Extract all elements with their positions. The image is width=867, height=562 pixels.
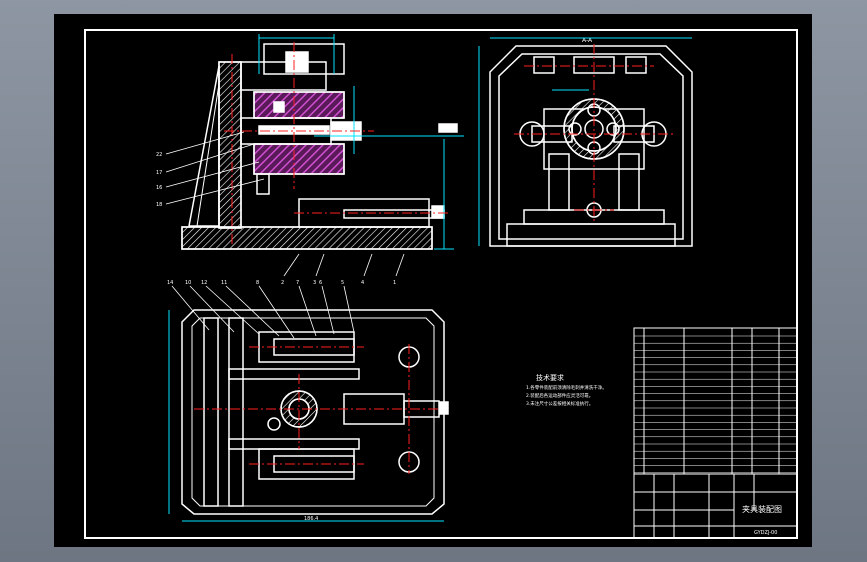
balloon-3: 3: [313, 280, 316, 286]
front-view-centerlines: [224, 42, 449, 244]
sheet-border: [84, 29, 798, 539]
section-view-dimensions: [478, 37, 692, 246]
assembly-drawing: 22 17 16 18 2 3 4 1 A-A: [84, 29, 798, 539]
balloon-4: 4: [361, 280, 364, 286]
balloon-7: 7: [296, 280, 299, 286]
top-view-centerlines: [194, 344, 439, 474]
top-view-balloons: 14 10 12 11 8 7 6 5: [167, 280, 344, 286]
technical-requirements: 技术要求 1.各零件装配前须清除毛刺并清洗干净。 2.装配后各运动部件应灵活可靠…: [526, 373, 607, 407]
top-view-width-dimension: 186.4: [304, 516, 318, 522]
balloon-22: 22: [156, 152, 162, 158]
balloon-5: 5: [341, 280, 344, 286]
balloon-18: 18: [156, 202, 162, 208]
balloon-8: 8: [256, 280, 259, 286]
front-view-balloons: 22 17 16 18 2 3 4 1: [156, 152, 396, 286]
balloon-17: 17: [156, 170, 162, 176]
front-view: [181, 43, 458, 250]
top-view-dimensions: [168, 310, 444, 522]
top-view: [181, 309, 449, 515]
section-label: A-A: [582, 37, 593, 44]
tech-req-title: 技术要求: [536, 373, 564, 382]
balloon-11: 11: [221, 280, 227, 286]
tech-req-line-2: 2.装配后各运动部件应灵活可靠。: [526, 392, 593, 399]
balloon-12: 12: [201, 280, 207, 286]
drawing-sheet: 22 17 16 18 2 3 4 1 A-A: [54, 14, 812, 547]
parts-list-rows: [634, 335, 797, 474]
section-view: [489, 45, 693, 247]
title-block: [633, 473, 798, 539]
balloon-2: 2: [281, 280, 284, 286]
balloon-10: 10: [185, 280, 191, 286]
balloon-6: 6: [319, 280, 322, 286]
balloon-14: 14: [167, 280, 173, 286]
balloon-16: 16: [156, 185, 162, 191]
drawing-number: GYDZJ-00: [754, 530, 777, 536]
tech-req-line-3: 3.未注尺寸公差按相关标准执行。: [526, 400, 593, 407]
top-view-leaders: [171, 285, 355, 339]
section-view-centerlines: [514, 44, 674, 224]
balloon-1: 1: [393, 280, 396, 286]
drawing-title: 夹具装配图: [742, 504, 782, 514]
tech-req-line-1: 1.各零件装配前须清除毛刺并清洗干净。: [526, 384, 607, 391]
front-view-dimensions: [258, 34, 464, 250]
front-view-leaders: [165, 131, 405, 277]
